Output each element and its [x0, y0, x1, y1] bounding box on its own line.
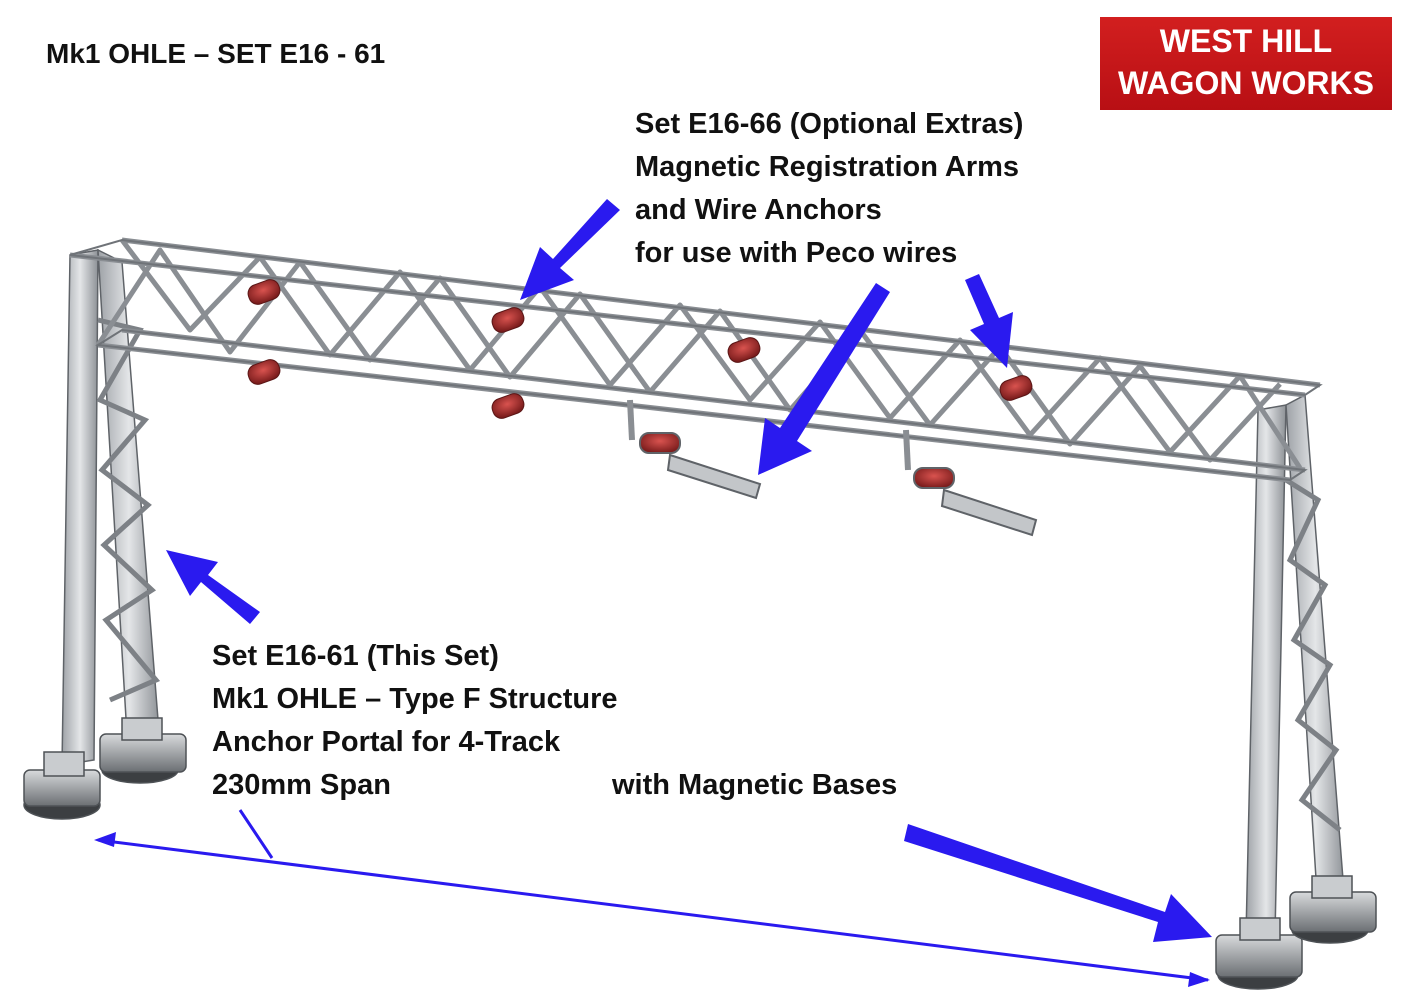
insulator-5 [727, 337, 761, 363]
arrow-to-mast [166, 550, 260, 624]
callout-line: Mk1 OHLE – Type F Structure [212, 683, 618, 715]
arrow-to-registration-arm [758, 283, 890, 475]
callout-line: Set E16-66 (Optional Extras) [635, 108, 1024, 140]
insulator-3 [491, 307, 525, 333]
registration-arm-1 [627, 399, 762, 500]
registration-arm-2 [903, 429, 1038, 537]
callout-line: for use with Peco wires [635, 237, 958, 269]
page-title: Mk1 OHLE – SET E16 - 61 [46, 38, 386, 69]
span-dimension-line [94, 809, 1210, 987]
right-base-front [1215, 917, 1303, 990]
left-mast [61, 248, 161, 766]
arrow-to-boom [520, 199, 620, 300]
right-mast [1245, 393, 1346, 936]
left-base-rear [99, 717, 187, 784]
insulator-2 [247, 359, 281, 385]
insulator-1 [247, 279, 281, 305]
callout-line: Set E16-61 (This Set) [212, 640, 499, 672]
left-base-front [23, 751, 101, 820]
callout-line: Anchor Portal for 4-Track [212, 726, 561, 758]
callout-line: 230mm Span [212, 769, 391, 801]
callout-line: Magnetic Registration Arms [635, 151, 1020, 183]
boom-outline [69, 238, 1323, 482]
insulator-6 [999, 375, 1033, 401]
callout-optional-extras: Set E16-66 (Optional Extras) Magnetic Re… [635, 103, 1023, 275]
right-base-rear [1289, 875, 1377, 944]
arrow-to-base [904, 824, 1212, 942]
callout-line: and Wire Anchors [635, 194, 882, 226]
insulator-4 [491, 393, 525, 419]
brand-logo: WEST HILL WAGON WORKS [1100, 17, 1392, 110]
callout-magnetic-bases: with Magnetic Bases [612, 769, 898, 801]
arrow-to-insulator [965, 274, 1013, 368]
callout-this-set: Set E16-61 (This Set) Mk1 OHLE – Type F … [212, 635, 618, 807]
logo-line-1: WEST HILL [1159, 23, 1333, 59]
logo-line-2: WAGON WORKS [1118, 65, 1374, 101]
